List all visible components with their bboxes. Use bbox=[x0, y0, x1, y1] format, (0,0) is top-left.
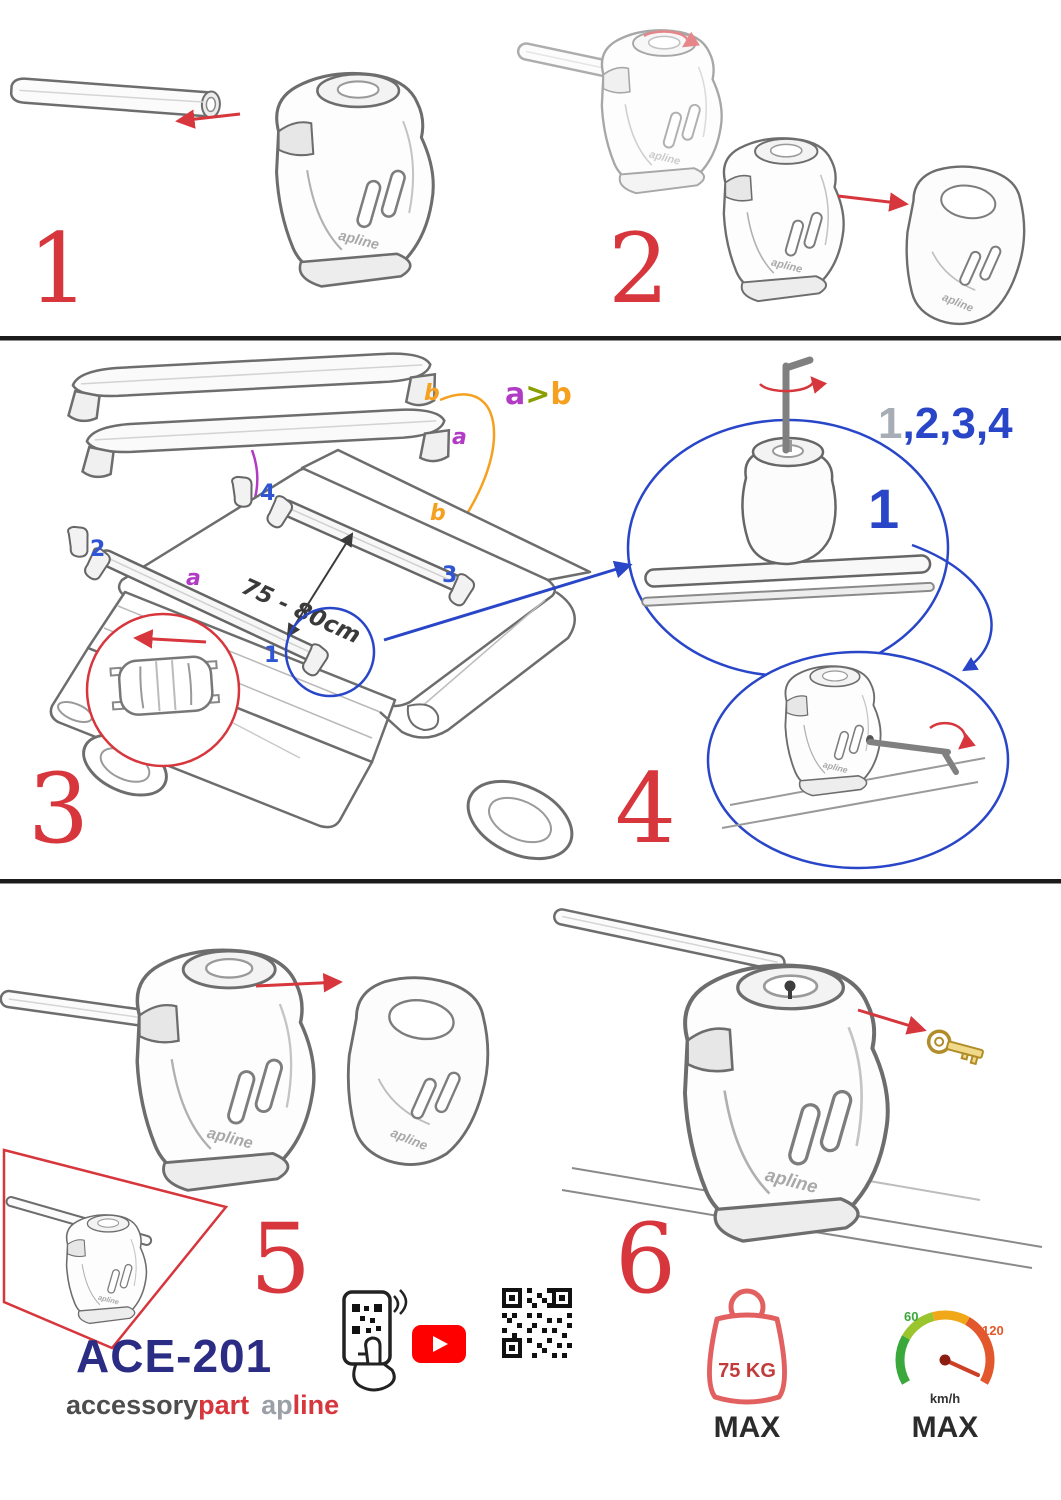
step4-panel: 1,2,3,4 1 4 bbox=[383, 356, 1013, 870]
zoom1-content bbox=[641, 356, 935, 607]
assembled-foot-faded bbox=[516, 29, 723, 195]
blue-connector-arrow bbox=[911, 543, 993, 672]
crossbar-tube-illustration bbox=[9, 77, 221, 119]
weight-max-label: MAX bbox=[714, 1411, 781, 1444]
key-icon bbox=[926, 1029, 984, 1066]
speed-low-label: 60 bbox=[904, 1309, 918, 1324]
mounting-order-label: a>b bbox=[505, 377, 572, 412]
phone-scan-icon bbox=[342, 1289, 408, 1392]
step-number-4: 4 bbox=[615, 753, 676, 865]
red-arrow bbox=[837, 192, 909, 212]
red-arrow bbox=[255, 973, 343, 993]
step-number-5: 5 bbox=[250, 1203, 311, 1315]
speedometer-icon: 60 120 km/h MAX bbox=[895, 1309, 1004, 1444]
phone-qr-screen bbox=[352, 1304, 382, 1334]
section-divider bbox=[0, 879, 1061, 884]
step5-panel: 5 bbox=[0, 948, 500, 1350]
qr-code-icon bbox=[502, 1288, 572, 1358]
installed-bar-inset bbox=[2, 1148, 229, 1350]
side-mirror bbox=[406, 703, 440, 731]
position-label-3: 3 bbox=[442, 563, 457, 588]
finger bbox=[364, 1336, 382, 1366]
section-divider bbox=[0, 336, 1061, 341]
red-arrow bbox=[857, 1008, 927, 1035]
zoom2-content bbox=[721, 665, 986, 829]
step-number-6: 6 bbox=[615, 1203, 676, 1315]
youtube-icon bbox=[412, 1325, 466, 1363]
step-number-1: 1 bbox=[28, 213, 89, 325]
step3-panel: b a a>b bbox=[28, 350, 592, 865]
weight-max-icon: 75 KG MAX bbox=[707, 1288, 787, 1444]
car-orientation-inset bbox=[85, 612, 241, 768]
allen-key-icon bbox=[867, 739, 959, 775]
bar-b-stack-label: b bbox=[424, 381, 440, 406]
step-number-3: 3 bbox=[28, 753, 89, 865]
scan-beam bbox=[399, 1289, 408, 1315]
speed-max-label: MAX bbox=[912, 1411, 979, 1444]
gauge-needle bbox=[943, 1358, 980, 1377]
bar-b-car-label: b bbox=[430, 501, 446, 526]
red-arrow bbox=[175, 109, 241, 129]
allen-key-icon bbox=[782, 356, 814, 454]
front-crossbar-a bbox=[81, 545, 332, 680]
weight-limit-value: 75 KG bbox=[718, 1360, 776, 1382]
position-label-1: 1 bbox=[264, 643, 279, 668]
rear-crossbar-b bbox=[264, 493, 478, 610]
step-number-2: 2 bbox=[608, 213, 669, 325]
tightening-sequence: 1,2,3,4 bbox=[878, 399, 1013, 448]
speed-high-label: 120 bbox=[982, 1323, 1004, 1338]
keyhole-icon bbox=[784, 980, 796, 999]
hand bbox=[352, 1362, 396, 1392]
position-label-2: 2 bbox=[90, 537, 105, 562]
crossbar-tube-illustration bbox=[553, 908, 786, 972]
step1-panel: 1 bbox=[9, 71, 435, 325]
red-rotation-arrow-icon bbox=[929, 721, 976, 750]
red-rotation-arrow-icon bbox=[643, 30, 701, 48]
speed-unit-label: km/h bbox=[930, 1391, 960, 1406]
direction-red-arrow bbox=[133, 629, 207, 649]
scan-beam bbox=[393, 1295, 400, 1313]
foot-highlight-circle bbox=[284, 606, 376, 698]
red-rotation-arrow-icon bbox=[759, 376, 828, 394]
orange-guide-arrow bbox=[439, 393, 496, 541]
play-icon bbox=[433, 1336, 448, 1352]
position-label-4: 4 bbox=[260, 481, 275, 506]
bar-a-car-label: a bbox=[186, 566, 201, 591]
step2-panel: 2 bbox=[516, 29, 1035, 333]
step6-panel: 6 bbox=[553, 908, 1043, 1315]
blue-callout-arrow bbox=[383, 560, 633, 642]
callout-number-1: 1 bbox=[868, 477, 899, 540]
model-number: ACE-201 bbox=[76, 1330, 272, 1382]
small-car-top-view bbox=[109, 655, 221, 716]
bar-a-stack-label: a bbox=[452, 425, 467, 450]
bar-spacing-arrow bbox=[286, 532, 354, 638]
